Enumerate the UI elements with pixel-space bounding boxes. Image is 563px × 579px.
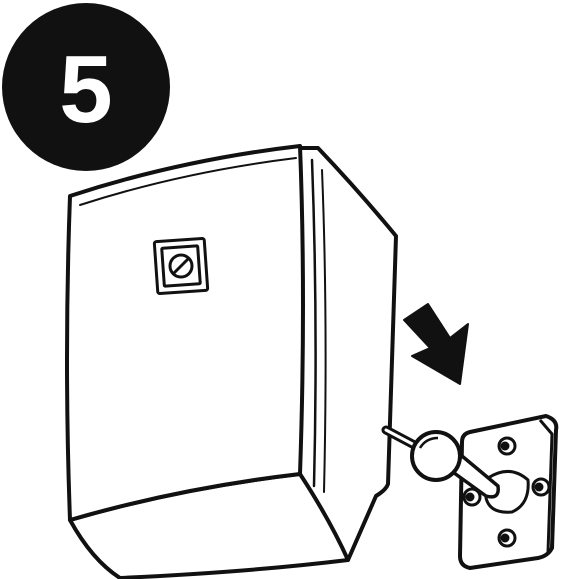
speaker-front-face xyxy=(67,146,303,520)
speaker-cabinet xyxy=(67,146,396,578)
speaker-terminal-icon xyxy=(154,238,208,293)
step-number: 5 xyxy=(59,36,112,143)
step-badge: 5 xyxy=(2,3,170,171)
wall-bracket-icon xyxy=(460,416,556,568)
direction-arrow-icon xyxy=(404,304,468,384)
